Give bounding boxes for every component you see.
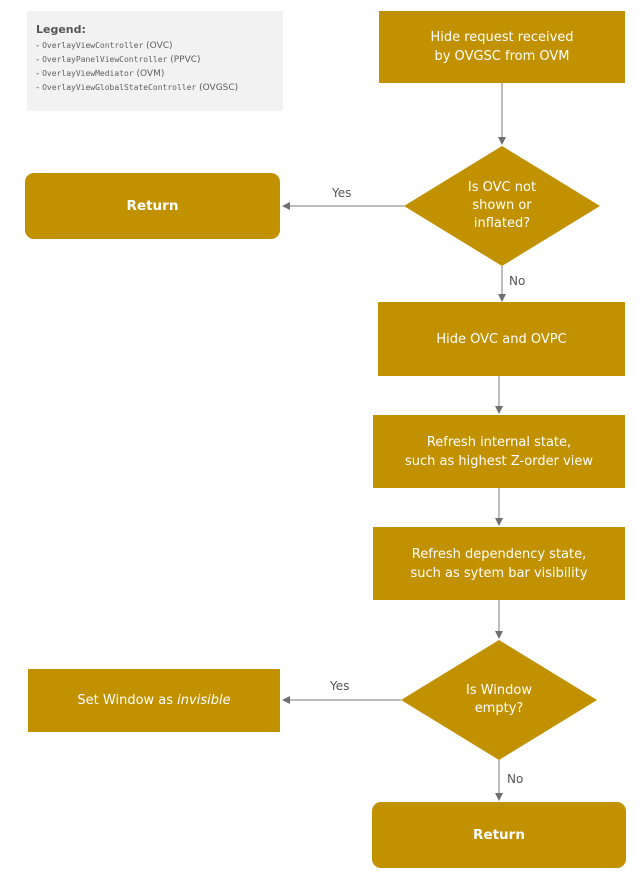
legend-class-name: OverlayViewGlobalStateController: [42, 83, 197, 92]
decision1-label: Is OVC not shown or inflated?: [430, 172, 574, 240]
legend-abbreviation: (OVM): [133, 69, 165, 79]
hide-label: Hide OVC and OVPC: [436, 331, 567, 347]
start-text-line1: Hide request received: [430, 30, 574, 45]
legend-class-name: OverlayPanelViewController: [42, 55, 168, 64]
return-label: Return: [473, 826, 525, 843]
return-label: Return: [126, 197, 179, 214]
decision-diamond-window-empty: [401, 640, 597, 760]
set-window-prefix: Set Window as: [77, 693, 178, 708]
decision2-label: Is Window empty?: [434, 676, 564, 724]
legend-class-name: OverlayViewController: [42, 41, 144, 50]
edge-label-no-top: No: [509, 274, 526, 288]
refresh-dependency-box: Refresh dependency state, such as sytem …: [373, 527, 625, 600]
refresh-dependency-line2: such as sytem bar visibility: [410, 565, 588, 581]
refresh-dependency-line1: Refresh dependency state,: [411, 546, 587, 562]
legend-item-ovm: - OverlayViewMediator (OVM): [36, 67, 283, 81]
refresh-internal-box: Refresh internal state, such as highest …: [373, 415, 625, 488]
decision1-text-line3: inflated?: [473, 216, 531, 231]
legend-bullet: -: [36, 83, 43, 93]
legend-bullet: -: [36, 55, 43, 65]
legend-abbreviation: (OVGSC): [196, 83, 239, 93]
hide-box: Hide OVC and OVPC: [378, 302, 625, 376]
edge-label-no-bottom: No: [507, 772, 524, 786]
edge-label-yes-top: Yes: [332, 186, 352, 200]
decision2-text-line2: empty?: [474, 701, 524, 716]
legend-bullet: -: [36, 69, 43, 79]
start-box: Hide request received by OVGSC from OVM: [379, 11, 625, 83]
legend-abbreviation: (PPVC): [167, 55, 201, 65]
decision1-text-line1: Is OVC not: [467, 180, 537, 195]
legend-panel: Legend: - OverlayViewController (OVC) - …: [27, 11, 283, 111]
set-window-label: Set Window as invisible: [77, 691, 230, 710]
return-box-top: Return: [25, 173, 280, 239]
legend-title: Legend:: [36, 23, 86, 36]
return-box-bottom: Return: [372, 802, 626, 868]
legend-item-ppvc: - OverlayPanelViewController (PPVC): [36, 53, 283, 67]
legend-item-ovc: - OverlayViewController (OVC): [36, 39, 283, 53]
legend-item-ovgsc: - OverlayViewGlobalStateController (OVGS…: [36, 81, 283, 95]
set-window-invisible-box: Set Window as invisible: [28, 669, 280, 732]
refresh-internal-line1: Refresh internal state,: [426, 434, 572, 450]
start-text-line2: by OVGSC from OVM: [434, 49, 570, 64]
refresh-internal-line2: such as highest Z-order view: [404, 453, 594, 469]
legend-bullet: -: [36, 41, 43, 51]
decision2-text-line1: Is Window: [466, 683, 532, 698]
legend-class-name: OverlayViewMediator: [42, 69, 134, 78]
legend-abbreviation: (OVC): [143, 41, 173, 51]
decision1-text-line2: shown or: [472, 198, 532, 213]
set-window-emphasis: invisible: [177, 693, 231, 708]
decision-diamond-ovc-shown: [404, 146, 600, 266]
edge-label-yes-bottom: Yes: [330, 679, 350, 693]
